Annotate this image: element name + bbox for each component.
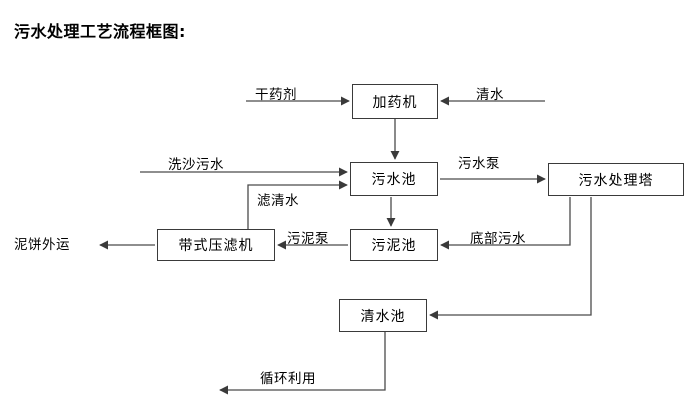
node-label: 污泥池 — [371, 238, 417, 254]
edge-tower-to-clear-water-pool — [429, 197, 592, 320]
node-sewage-pool[interactable]: 污水池 — [350, 162, 438, 196]
node-label: 加药机 — [372, 94, 418, 111]
node-label: 污水处理塔 — [578, 172, 654, 189]
label-sewage-pump: 污水泵 — [458, 156, 500, 172]
label-recycle-reuse: 循环利用 — [260, 371, 316, 387]
edge-tower-bottom-sewage-to-sludge — [440, 197, 571, 250]
label-clean-water: 清水 — [476, 87, 504, 103]
edge-filtrate-to-sewage-pool — [247, 180, 348, 229]
node-label: 清水池 — [360, 308, 406, 325]
node-belt-filter-press[interactable]: 带式压滤机 — [157, 229, 275, 261]
edge-clear-water-to-recycle — [219, 332, 386, 395]
label-dry-chemical: 干药剂 — [255, 87, 297, 103]
label-sludge-pump: 污泥泵 — [287, 231, 329, 247]
label-filtered-clear-water: 滤清水 — [257, 193, 299, 209]
page-title: 污水处理工艺流程框图: — [14, 22, 186, 41]
node-sludge-pool[interactable]: 污泥池 — [350, 229, 438, 261]
label-mud-cake-transport: 泥饼外运 — [14, 237, 70, 253]
node-treatment-tower[interactable]: 污水处理塔 — [548, 163, 684, 196]
label-bottom-sewage: 底部污水 — [470, 231, 526, 247]
node-clear-water-pool[interactable]: 清水池 — [339, 299, 427, 332]
node-label: 带式压滤机 — [178, 238, 254, 254]
node-dosing-machine[interactable]: 加药机 — [352, 84, 438, 119]
label-sand-washing-wastewater: 洗沙污水 — [168, 157, 224, 173]
node-label: 污水池 — [371, 172, 417, 188]
